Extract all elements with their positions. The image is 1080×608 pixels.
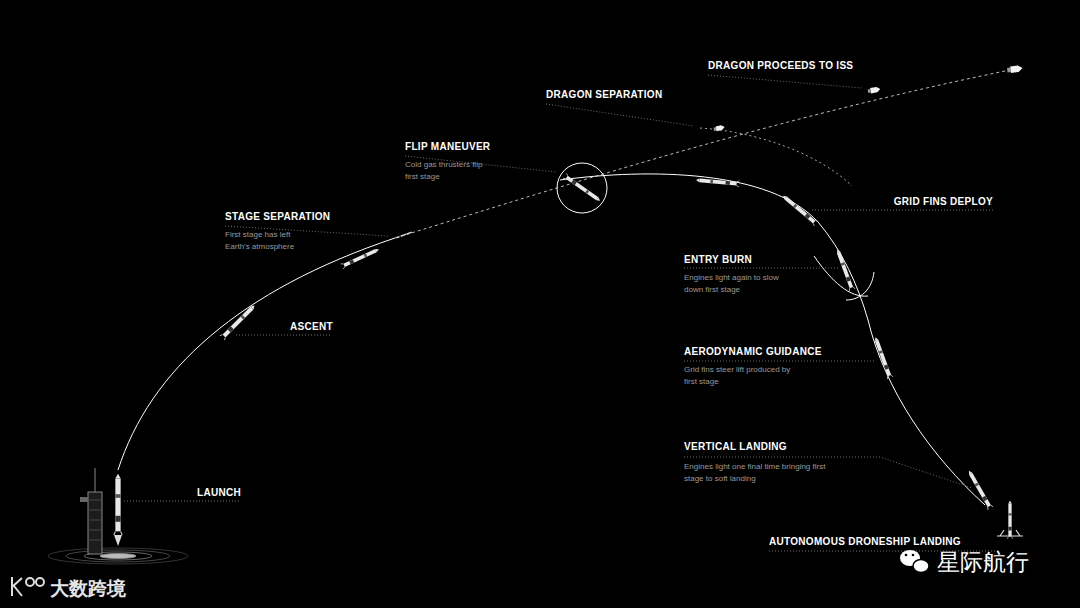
- vehicles: [220, 65, 1023, 539]
- stage-title: AUTONOMOUS DRONESHIP LANDING: [769, 536, 961, 547]
- watermark-logo: [12, 577, 44, 596]
- stage-title: VERTICAL LANDING: [684, 441, 787, 452]
- stage-title: GRID FINS DEPLOY: [894, 196, 993, 207]
- wechat-icon: [900, 550, 929, 573]
- stage-title: ENTRY BURN: [684, 254, 752, 265]
- stage-title: ASCENT: [290, 321, 333, 332]
- stage-description: Grid fins steer lift produced by first s…: [684, 364, 802, 388]
- stage-title: STAGE SEPARATION: [225, 211, 330, 222]
- stage-description: Cold gas thrusters flip first stage: [405, 159, 487, 183]
- stage-title: FLIP MANEUVER: [405, 141, 490, 152]
- stage-title: DRAGON SEPARATION: [546, 89, 662, 100]
- stage-description: Engines light one final time bringing fi…: [684, 461, 838, 485]
- watermark: 星际航行: [937, 547, 1029, 578]
- leader-lines: [124, 75, 1000, 551]
- stage-description: First stage has left Earth's atmosphere: [225, 229, 317, 253]
- stage-description: Engines light again to slow down first s…: [684, 272, 782, 296]
- stage-title: LAUNCH: [197, 487, 241, 498]
- watermark: 大数跨境: [50, 576, 126, 602]
- launch-pad: [48, 468, 188, 564]
- stage-title: DRAGON PROCEEDS TO ISS: [708, 60, 853, 71]
- trajectory: [118, 68, 1020, 505]
- stage-title: AERODYNAMIC GUIDANCE: [684, 346, 822, 357]
